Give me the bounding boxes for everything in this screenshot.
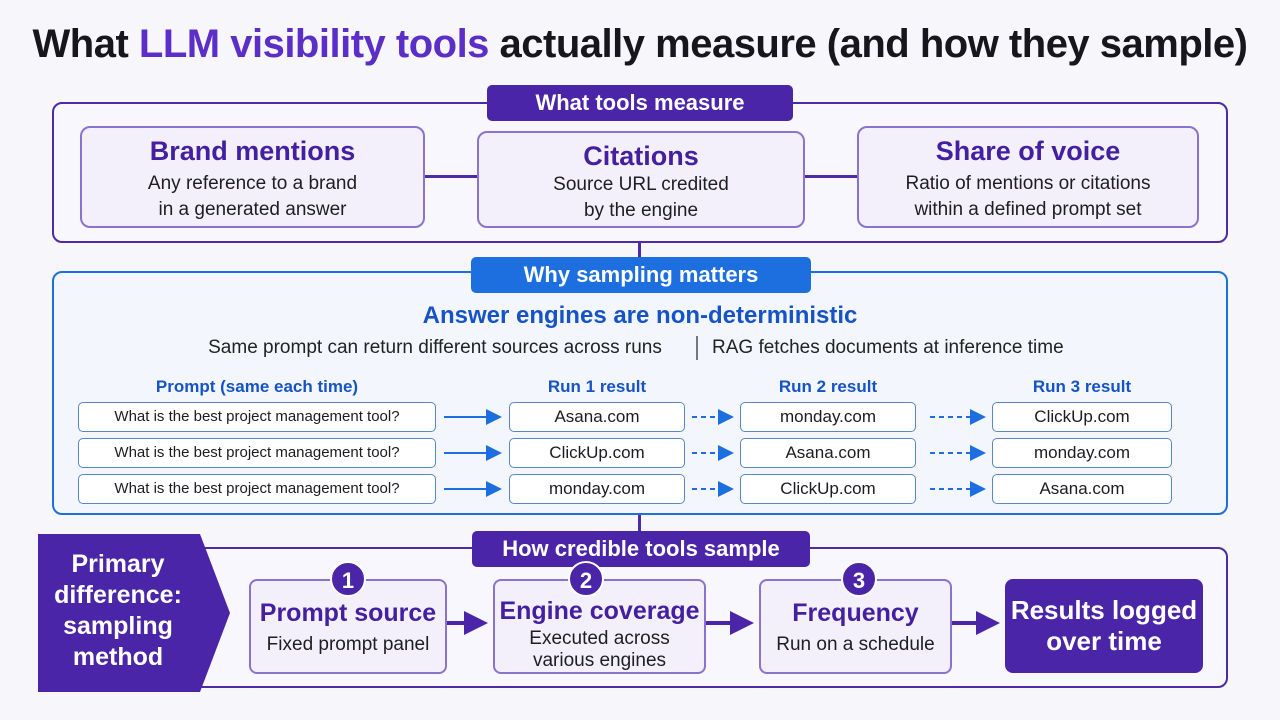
step-engine-coverage: Engine coverage Executed across various … bbox=[493, 579, 706, 674]
step-title: Engine coverage bbox=[499, 597, 700, 625]
chevron-line: method bbox=[72, 643, 164, 671]
column-header-run2: Run 2 result bbox=[778, 377, 878, 396]
run3-cell: Asana.com bbox=[992, 474, 1172, 504]
step-desc: Executed across bbox=[529, 628, 670, 649]
run1-cell: monday.com bbox=[509, 474, 685, 504]
sampling-badge: Why sampling matters bbox=[471, 257, 811, 293]
run1-cell: ClickUp.com bbox=[509, 438, 685, 468]
card-desc-line2: in a generated answer bbox=[158, 199, 347, 220]
column-header-prompt: Prompt (same each time) bbox=[155, 377, 359, 396]
prompt-cell: What is the best project management tool… bbox=[78, 402, 436, 432]
chevron-label: Primary difference: sampling method bbox=[38, 549, 198, 673]
chevron-line: Primary bbox=[71, 550, 165, 578]
run2-cell: monday.com bbox=[740, 402, 916, 432]
card-desc-line2: by the engine bbox=[583, 200, 699, 221]
step-desc: various engines bbox=[532, 650, 667, 671]
measure-badge: What tools measure bbox=[487, 85, 793, 121]
run3-cell: ClickUp.com bbox=[992, 402, 1172, 432]
results-logged-box: Results logged over time bbox=[1005, 579, 1203, 673]
run3-cell: monday.com bbox=[992, 438, 1172, 468]
prompt-cell: What is the best project management tool… bbox=[78, 474, 436, 504]
chevron-line: difference: bbox=[54, 581, 182, 609]
card-share-of-voice: Share of voice Ratio of mentions or cita… bbox=[857, 126, 1199, 228]
sampling-heading: Answer engines are non-deterministic bbox=[422, 302, 858, 329]
step-number-badge: 1 bbox=[330, 561, 366, 597]
chevron-outline-icon bbox=[194, 535, 228, 691]
page-title: What LLM visibility tools actually measu… bbox=[0, 22, 1280, 67]
connector-measure-sampling bbox=[638, 228, 641, 272]
prompt-cell: What is the best project management tool… bbox=[78, 438, 436, 468]
card-connector-2 bbox=[804, 175, 858, 178]
run2-cell: Asana.com bbox=[740, 438, 916, 468]
card-title: Share of voice bbox=[935, 136, 1121, 166]
card-title: Citations bbox=[583, 141, 699, 171]
method-badge: How credible tools sample bbox=[472, 531, 810, 567]
step-desc: Fixed prompt panel bbox=[266, 634, 430, 655]
note-separator bbox=[696, 336, 698, 360]
card-desc-line1: Any reference to a brand bbox=[147, 173, 358, 194]
card-desc-line1: Source URL credited bbox=[553, 174, 729, 195]
chevron-line: sampling bbox=[63, 612, 173, 640]
column-header-run1: Run 1 result bbox=[547, 377, 647, 396]
run1-cell: Asana.com bbox=[509, 402, 685, 432]
card-brand-mentions: Brand mentions Any reference to a brand … bbox=[80, 126, 425, 228]
step-title: Frequency bbox=[792, 599, 919, 627]
card-title: Brand mentions bbox=[149, 136, 356, 166]
step-number-badge: 3 bbox=[841, 561, 877, 597]
title-post: actually measure (and how they sample) bbox=[488, 22, 1248, 66]
connector-sampling-method bbox=[638, 514, 641, 534]
card-desc-line1: Ratio of mentions or citations bbox=[905, 173, 1151, 194]
sampling-note-right: RAG fetches documents at inference time bbox=[712, 337, 1064, 358]
final-line: over time bbox=[1046, 626, 1162, 656]
step-number-badge: 2 bbox=[568, 561, 604, 597]
card-desc-line2: within a defined prompt set bbox=[914, 199, 1142, 220]
step-desc: Run on a schedule bbox=[776, 634, 935, 655]
sampling-note-left: Same prompt can return different sources… bbox=[208, 337, 662, 358]
card-connector-1 bbox=[424, 175, 478, 178]
primary-difference-chevron bbox=[38, 534, 230, 692]
title-pre: What bbox=[32, 22, 139, 66]
title-highlight: LLM visibility tools bbox=[138, 22, 490, 66]
card-citations: Citations Source URL credited by the eng… bbox=[477, 131, 805, 228]
column-header-run3: Run 3 result bbox=[1032, 377, 1132, 396]
run2-cell: ClickUp.com bbox=[740, 474, 916, 504]
final-line: Results logged bbox=[1010, 595, 1198, 625]
step-title: Prompt source bbox=[259, 599, 437, 627]
